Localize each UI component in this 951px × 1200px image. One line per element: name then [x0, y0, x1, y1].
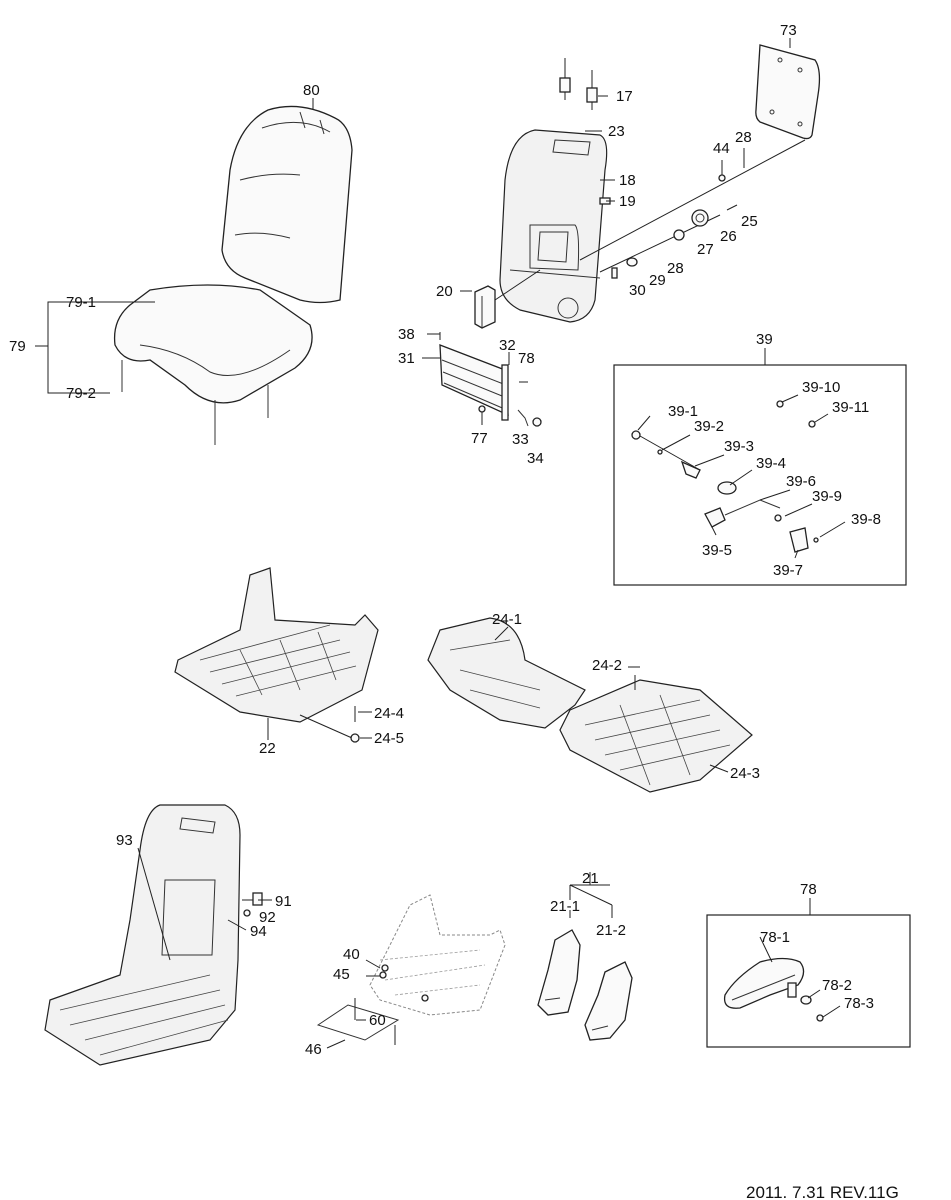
label-17: 17: [616, 88, 633, 105]
label-93: 93: [116, 832, 133, 849]
label-38: 38: [398, 326, 415, 343]
label-32: 32: [499, 337, 516, 354]
label-24-5: 24-5: [374, 730, 404, 747]
seat-back-frame: [499, 129, 608, 323]
label-24-1: 24-1: [492, 611, 522, 628]
recliner-cover: [755, 44, 821, 140]
label-39-4: 39-4: [756, 455, 786, 472]
label-92: 92: [259, 909, 276, 926]
label-34: 34: [527, 450, 544, 467]
label-79-1: 79-1: [66, 294, 96, 311]
seat-cushion: [113, 284, 313, 445]
side-covers: [537, 929, 633, 1041]
label-28-upper: 28: [735, 129, 752, 146]
label-28-lower: 28: [667, 260, 684, 277]
label-46: 46: [305, 1041, 322, 1058]
armrest-assembly-box: [706, 914, 911, 1048]
label-39-11: 39-11: [832, 399, 869, 416]
label-23: 23: [608, 123, 625, 140]
label-40: 40: [343, 946, 360, 963]
label-21-1: 21-1: [550, 898, 580, 915]
seat-cushion-frame: [174, 567, 379, 723]
label-31: 31: [398, 350, 415, 367]
seat-frame-ghost: [369, 894, 506, 1016]
label-39-7: 39-7: [773, 562, 803, 579]
label-45: 45: [333, 966, 350, 983]
label-78-3: 78-3: [844, 995, 874, 1012]
seat-back-cushion: [221, 105, 353, 304]
label-39-8: 39-8: [851, 511, 881, 528]
label-73: 73: [780, 22, 797, 39]
label-60: 60: [369, 1012, 386, 1029]
label-39-10: 39-10: [802, 379, 840, 396]
recliner-handle-parts: [631, 400, 819, 553]
label-29: 29: [649, 272, 666, 289]
seat-frame-assembly: [44, 804, 241, 1066]
label-33: 33: [512, 431, 529, 448]
label-91: 91: [275, 893, 292, 910]
armrest: [723, 957, 824, 1022]
label-39-2: 39-2: [694, 418, 724, 435]
label-24-3: 24-3: [730, 765, 760, 782]
seat-cushion-pan: [427, 617, 586, 729]
lumbar-support: [439, 332, 509, 421]
label-79: 79: [9, 338, 26, 355]
label-39: 39: [756, 331, 773, 348]
label-39-5: 39-5: [702, 542, 732, 559]
seat-cushion-lower-frame: [559, 679, 753, 793]
label-39-6: 39-6: [786, 473, 816, 490]
label-39-9: 39-9: [812, 488, 842, 505]
label-19: 19: [619, 193, 636, 210]
label-39-1: 39-1: [668, 403, 698, 420]
label-21: 21: [582, 870, 599, 887]
label-26: 26: [720, 228, 737, 245]
label-27: 27: [697, 241, 714, 258]
leader-lines: [258, 95, 846, 1018]
label-25: 25: [741, 213, 758, 230]
label-78-small: 78: [518, 350, 535, 367]
part-labels: 80 79-1 79 79-2 73 17 23 18 19 44 28 25 …: [9, 22, 881, 1058]
label-18: 18: [619, 172, 636, 189]
label-22: 22: [259, 740, 276, 757]
label-78-1: 78-1: [760, 929, 790, 946]
headrest-guides: [559, 58, 598, 110]
label-80: 80: [303, 82, 320, 99]
label-79-2: 79-2: [66, 385, 96, 402]
label-78: 78: [800, 881, 817, 898]
label-30: 30: [629, 282, 646, 299]
label-24-4: 24-4: [374, 705, 404, 722]
label-20: 20: [436, 283, 453, 300]
revision-stamp: 2011. 7.31 REV.11G: [746, 1183, 899, 1200]
lumbar-block: [474, 285, 496, 329]
label-39-3: 39-3: [724, 438, 754, 455]
label-77: 77: [471, 430, 488, 447]
label-78-2: 78-2: [822, 977, 852, 994]
label-94: 94: [250, 923, 267, 940]
label-21-2: 21-2: [596, 922, 626, 939]
seat-wire: [316, 964, 429, 1045]
label-24-2: 24-2: [592, 657, 622, 674]
label-44: 44: [713, 140, 730, 157]
recliner-handle-assembly-box: [613, 364, 907, 586]
